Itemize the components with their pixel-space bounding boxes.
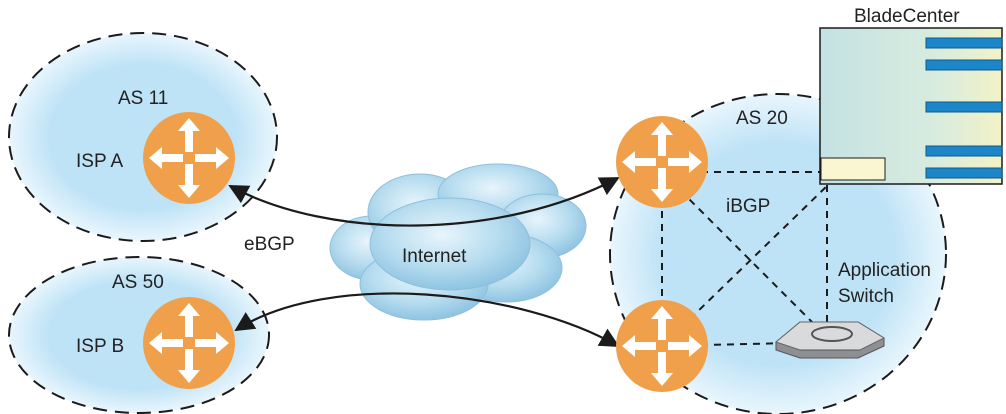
router-icon: [616, 116, 708, 208]
ibgp-label: iBGP: [726, 196, 770, 217]
isp-a-label: ISP A: [76, 151, 124, 172]
as50-label: AS 50: [112, 272, 164, 293]
ebgp-link-isp-b: [234, 292, 620, 347]
internet-label: Internet: [402, 246, 467, 267]
bladecenter-label: BladeCenter: [854, 6, 960, 27]
as11-region: [8, 32, 278, 242]
app-switch-label-line2: Switch: [838, 286, 894, 307]
router-icon: [143, 112, 235, 204]
ebgp-link-isp-a: [228, 177, 620, 227]
router-icon: [616, 300, 708, 392]
switch-icon: [774, 321, 886, 359]
ebgp-label: eBGP: [244, 234, 295, 255]
app-switch-label-line1: Application: [838, 260, 931, 281]
router-icon: [143, 297, 235, 389]
as20-label: AS 20: [736, 108, 788, 129]
isp-b-label: ISP B: [76, 336, 124, 357]
as11-label: AS 11: [118, 88, 168, 109]
bladecenter-icon: [819, 27, 1003, 185]
